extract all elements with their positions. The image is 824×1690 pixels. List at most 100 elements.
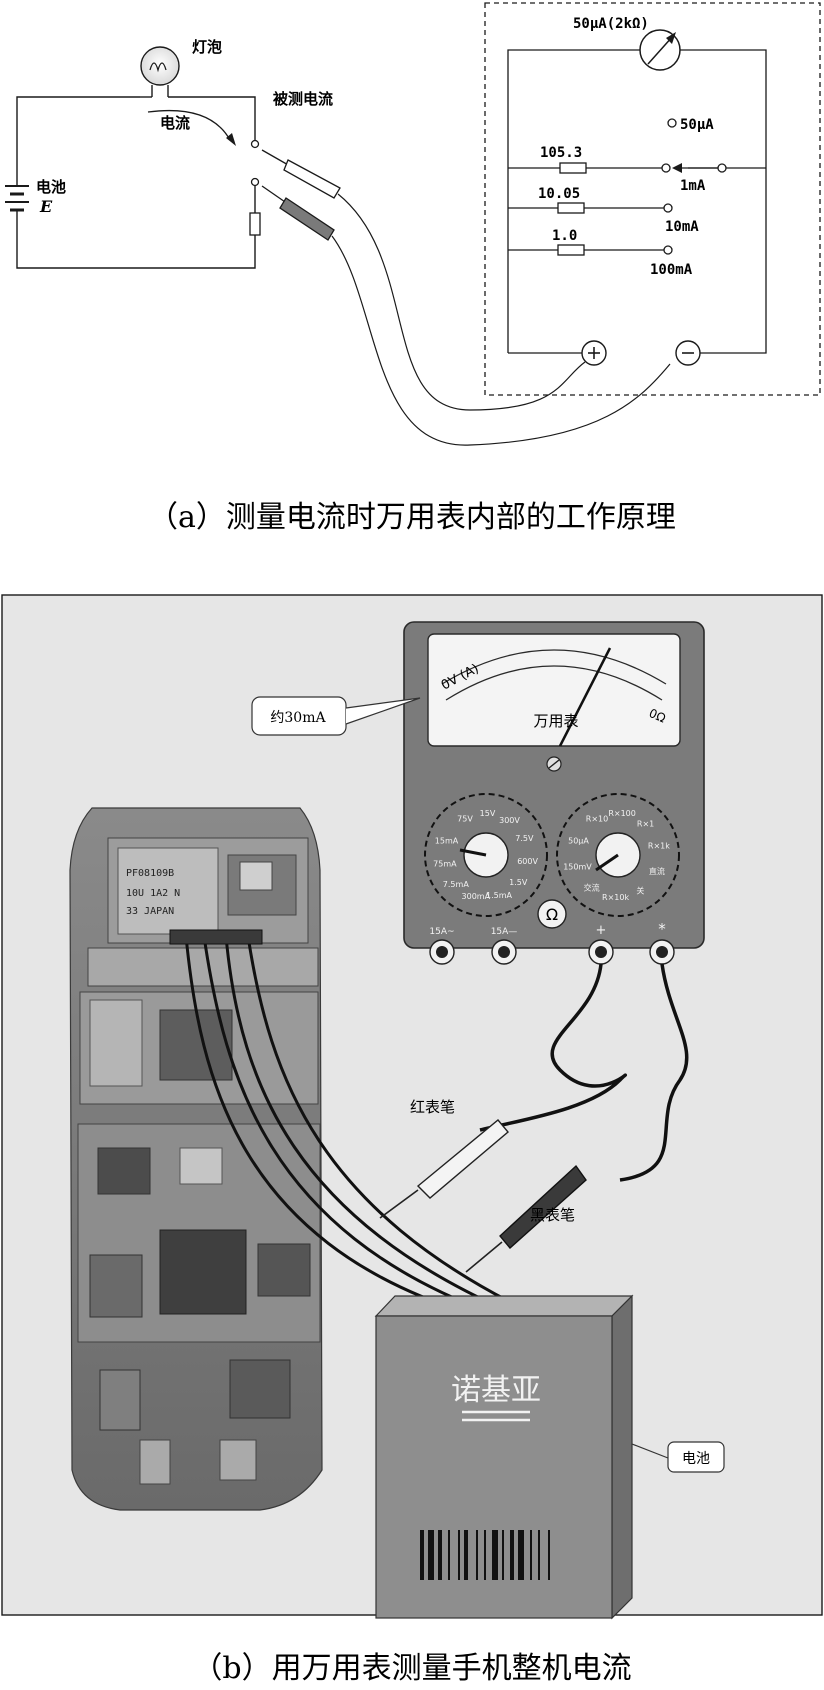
dial-label: 关: [636, 886, 644, 896]
probe-lead-minus: [331, 235, 671, 446]
dial-label: 7.5V: [515, 834, 534, 843]
terminal-lower: [250, 177, 260, 187]
jack-star: [649, 939, 675, 965]
jack-2-label: 15A—: [491, 927, 518, 937]
multimeter: [403, 621, 705, 965]
shunt-resistor-2: [557, 202, 585, 214]
dial-label: 600V: [517, 857, 538, 866]
jack-1: [429, 939, 455, 965]
black-probe-label: 黑表笔: [530, 1206, 575, 1224]
terminal-minus-icon: [675, 340, 701, 366]
phone-pcb: [69, 807, 323, 1511]
shunt-resistor-1: [559, 162, 587, 174]
dial-label: 15mA: [435, 837, 459, 846]
dial-label: R×10: [586, 815, 608, 824]
terminal-plus-icon: [581, 340, 607, 366]
battery-callout-label: 电池: [682, 1451, 710, 1467]
dial-label: 50μA: [568, 837, 589, 846]
dial-label: 75V: [457, 815, 473, 824]
shunt-resistor-3: [557, 244, 585, 256]
shunt-2-value: 10.05: [538, 186, 580, 202]
switch-arrow-icon: [672, 163, 682, 173]
dial-label: R×100: [608, 809, 636, 818]
dial-label: 15V: [480, 809, 496, 818]
barcode-icon: [420, 1530, 550, 1580]
chip-1-text: PF08109B: [126, 868, 174, 879]
red-probe-icon: [379, 1119, 509, 1219]
bulb-icon: [140, 46, 190, 98]
meter-spec-label: 50μA(2kΩ): [573, 16, 649, 32]
contact-10ma: [663, 203, 673, 213]
meter-display: [427, 633, 681, 747]
jack-2: [491, 939, 517, 965]
meter-title: 万用表: [533, 712, 578, 730]
meter-internal-box: [484, 2, 821, 396]
contact-1ma: [661, 163, 671, 173]
right-dial-pointer: [595, 853, 619, 872]
jack-plus: [588, 939, 614, 965]
omega-badge: [537, 899, 567, 929]
wire-top-right: [190, 96, 256, 142]
left-dial-ring: [424, 793, 548, 917]
black-probe-lead: [619, 963, 689, 1182]
dial-label: 1.5V: [509, 878, 528, 887]
dial-label: R×1k: [648, 841, 670, 850]
red-probe-label: 红表笔: [410, 1098, 455, 1116]
range-50ua-label: 50μA: [680, 117, 714, 133]
dial-label: 1.5mA: [486, 891, 513, 900]
reading-callout-label: 约30mA: [270, 710, 326, 726]
measured-current-label: 被测电流: [273, 90, 333, 108]
dial-label: 75mA: [433, 860, 457, 869]
red-probe-lead: [479, 963, 627, 1132]
chip-1-line3: 33 JAPAN: [126, 906, 174, 917]
current-arrow: [147, 109, 231, 141]
current-arrowhead-icon: [226, 133, 236, 146]
dial-label: 300mA: [462, 892, 491, 901]
contact-100ma: [663, 245, 673, 255]
jack-plus-label: +: [596, 923, 607, 938]
caption-a: （a）测量电流时万用表内部的工作原理: [148, 500, 676, 535]
dial-label: R×10k: [602, 893, 629, 902]
meter-needle: [558, 647, 612, 747]
range-100ma-label: 100mA: [650, 262, 693, 278]
black-probe-icon: [465, 1164, 587, 1273]
battery-symbol: E: [39, 197, 53, 216]
battery-callout-box: [667, 1441, 725, 1473]
galvanometer-icon: [639, 29, 681, 71]
load-resistor: [249, 212, 261, 236]
range-1ma-label: 1mA: [680, 178, 706, 194]
battery-brand: 诺基亚: [451, 1373, 541, 1408]
omega-icon: Ω: [546, 905, 558, 924]
caption-b: （b）用万用表测量手机整机电流: [192, 1651, 631, 1686]
reading-callout-pointer: [345, 697, 421, 725]
jack-star-label: *: [658, 920, 666, 938]
battery-icon: [374, 1294, 634, 1620]
pcb-battery-wires: [184, 935, 531, 1314]
dial-label: R×1: [637, 819, 654, 828]
jack-1-label: 15A~: [429, 927, 454, 937]
connector-block: [169, 929, 263, 945]
battery-callout-line: [631, 1443, 669, 1459]
dial-label: 交流: [584, 883, 600, 893]
battery-label: 电池: [36, 178, 66, 196]
chip-1-line2: 10U 1A2 N: [126, 888, 180, 899]
switch-pivot: [717, 163, 727, 173]
dial-label: 150mV: [563, 862, 592, 871]
pa-chip: [117, 847, 219, 935]
wire-top-left: [16, 96, 140, 185]
figure-a-circuit: [5, 96, 256, 269]
meter-internal-circuit: [507, 49, 767, 354]
probe-upper: [261, 149, 341, 199]
dial-label: 300V: [499, 816, 520, 825]
probe-lower: [261, 185, 335, 241]
right-dial-ring: [556, 793, 680, 917]
probe-lead-plus: [337, 193, 586, 411]
dial-label: 7.5mA: [443, 880, 470, 889]
scale-right-label: 0Ω: [647, 706, 668, 726]
bulb-label: 灯泡: [192, 38, 222, 56]
wire-bottom: [16, 210, 256, 269]
range-10ma-label: 10mA: [665, 219, 699, 235]
